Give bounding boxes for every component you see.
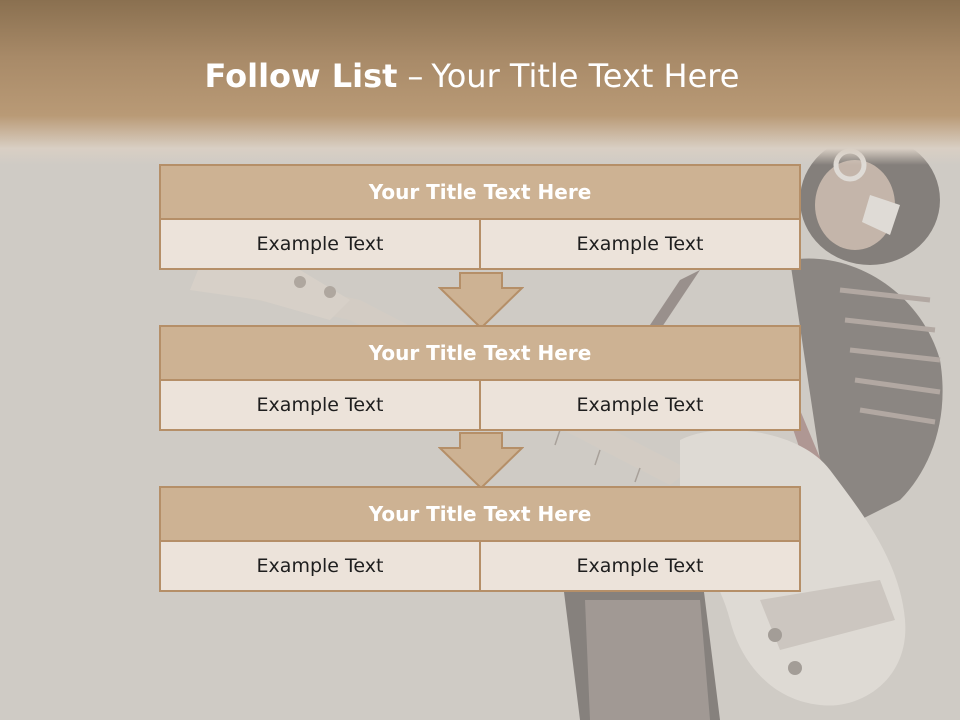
block-cell-right: Example Text	[479, 220, 799, 268]
block-row: Example Text Example Text	[159, 220, 801, 270]
slide-title: Follow List–Your Title Text Here	[0, 55, 944, 97]
slide-title-rest: Your Title Text Here	[431, 57, 740, 95]
block-title: Your Title Text Here	[159, 486, 801, 542]
slide-title-dash: –	[407, 57, 424, 95]
block-title: Your Title Text Here	[159, 325, 801, 381]
block-cell-left: Example Text	[256, 233, 384, 255]
follow-block-2: Your Title Text Here Example Text Exampl…	[159, 325, 801, 431]
block-title: Your Title Text Here	[159, 164, 801, 220]
block-cell-left: Example Text	[256, 555, 384, 577]
block-row: Example Text Example Text	[159, 381, 801, 431]
follow-block-1: Your Title Text Here Example Text Exampl…	[159, 164, 801, 270]
block-row: Example Text Example Text	[159, 542, 801, 592]
title-banner	[0, 0, 960, 165]
down-arrow-icon	[438, 272, 524, 330]
down-arrow-icon	[438, 432, 524, 490]
follow-block-3: Your Title Text Here Example Text Exampl…	[159, 486, 801, 592]
block-cell-right: Example Text	[479, 542, 799, 590]
slide-title-bold: Follow List	[204, 57, 398, 95]
block-cell-right: Example Text	[479, 381, 799, 429]
block-cell-left: Example Text	[256, 394, 384, 416]
